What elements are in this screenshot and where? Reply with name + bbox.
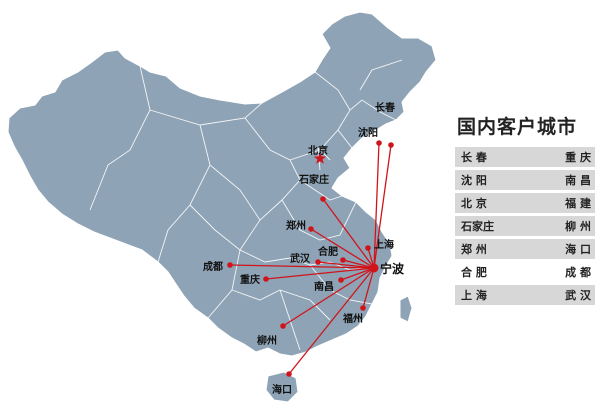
- legend-city-right: 海 口: [565, 243, 591, 256]
- route-haikou: [288, 267, 375, 375]
- city-dot-nanchang: [338, 277, 344, 283]
- capital-star-icon: [313, 152, 327, 164]
- city-label-shenyang: 沈阳: [358, 126, 378, 139]
- route-zhengzhou: [310, 228, 375, 269]
- city-label-fuzhou: 福州: [342, 312, 363, 325]
- route-hefei: [342, 259, 375, 269]
- province-boundaries: [89, 59, 403, 351]
- legend-row: 郑 州 海 口: [455, 239, 595, 259]
- route-fuzhou: [362, 267, 375, 309]
- china-mainland-shape: [7, 11, 437, 357]
- city-dot-fuzhou: [360, 305, 366, 311]
- legend-row: 北 京 福 建: [455, 193, 595, 213]
- legend-city-right: 武 汉: [565, 289, 591, 302]
- route-chongqing: [265, 267, 375, 280]
- route-liuzhou: [282, 267, 375, 327]
- city-dot-ningbo: [369, 263, 379, 273]
- legend-rows: 长 春 重 庆 沈 阳 南 昌 北 京 福 建 石家庄 柳 州 郑 州 海 口 …: [455, 147, 595, 305]
- city-dot-changchun: [388, 142, 394, 148]
- route-nanchang: [340, 267, 375, 281]
- city-label-changchun: 长春: [375, 101, 395, 114]
- route-lines: [229, 142, 392, 375]
- legend-city-right: 柳 州: [565, 220, 591, 233]
- legend-city-right: 成 都: [565, 266, 591, 279]
- city-label-shijiazhuang: 石家庄: [298, 173, 329, 186]
- city-label-hefei: 合肥: [317, 245, 338, 258]
- city-label-nanchang: 南昌: [314, 280, 334, 293]
- city-label-haikou: 海口: [272, 383, 292, 396]
- hainan-island-shape: [265, 371, 299, 403]
- legend-city-left: 合 肥: [461, 266, 487, 279]
- city-dot-liuzhou: [280, 323, 286, 329]
- city-dot-shijiazhuang: [320, 196, 326, 202]
- legend-city-left: 石家庄: [461, 220, 494, 233]
- legend-city-left: 长 春: [461, 151, 487, 164]
- legend-city-left: 北 京: [461, 197, 487, 210]
- legend-row: 石家庄 柳 州: [455, 216, 595, 236]
- route-shenyang: [373, 142, 380, 269]
- city-dot-hefei: [340, 257, 346, 263]
- city-label-chongqing: 重庆: [240, 273, 260, 286]
- route-chengdu: [229, 264, 375, 269]
- city-dot-chengdu: [227, 262, 233, 268]
- legend-city-right: 重 庆: [565, 151, 591, 164]
- city-label-ningbo: 宁波: [380, 261, 405, 276]
- customer-city-legend: 国内客户城市 长 春 重 庆 沈 阳 南 昌 北 京 福 建 石家庄 柳 州 郑…: [455, 112, 595, 308]
- city-label-shanghai: 上海: [374, 238, 394, 251]
- city-dot-haikou: [286, 371, 292, 377]
- route-changchun: [373, 144, 392, 269]
- legend-city-left: 郑 州: [461, 243, 487, 256]
- taiwan-island-shape: [399, 295, 413, 323]
- route-wuhan: [317, 261, 375, 269]
- city-label-beijing: 北京: [308, 144, 328, 157]
- city-labels: 长春 沈阳 北京 石家庄 郑州 合肥 上海 武汉 成都 重庆 南昌 福州 柳州 …: [203, 101, 405, 396]
- city-dot-chongqing: [263, 276, 269, 282]
- legend-row: 长 春 重 庆: [455, 147, 595, 167]
- city-dot-shanghai: [365, 245, 371, 251]
- city-dot-wuhan: [315, 259, 321, 265]
- city-label-liuzhou: 柳州: [257, 334, 277, 347]
- legend-city-right: 福 建: [565, 197, 591, 210]
- legend-row: 上 海 武 汉: [455, 285, 595, 305]
- route-shijiazhuang: [322, 198, 375, 269]
- legend-row: 沈 阳 南 昌: [455, 170, 595, 190]
- legend-title: 国内客户城市: [457, 116, 578, 138]
- city-dot-zhengzhou: [308, 226, 314, 232]
- city-label-chengdu: 成都: [203, 260, 223, 273]
- legend-row: 合 肥 成 都: [455, 262, 595, 282]
- city-label-zhengzhou: 郑州: [286, 219, 306, 232]
- legend-city-left: 沈 阳: [461, 174, 487, 187]
- legend-city-left: 上 海: [461, 289, 487, 302]
- legend-city-right: 南 昌: [565, 174, 591, 187]
- city-label-wuhan: 武汉: [290, 252, 311, 265]
- city-dot-shenyang: [376, 140, 382, 146]
- city-dots: [227, 140, 394, 377]
